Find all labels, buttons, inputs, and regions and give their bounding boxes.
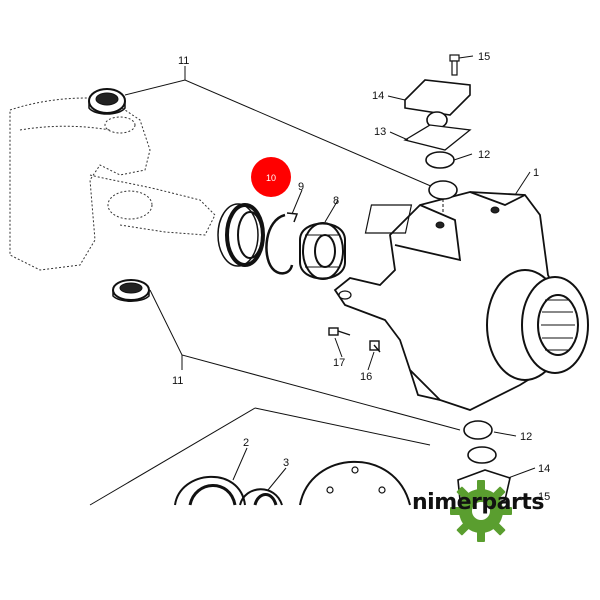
spline-teeth	[541, 299, 575, 351]
callout-17: 17	[333, 357, 345, 369]
cap-part-14-top	[404, 79, 471, 116]
callout-1: 1	[533, 167, 539, 179]
snap-ring-part-9	[265, 212, 299, 275]
callout-16: 16	[360, 371, 372, 383]
callout-14-bottom: 14	[538, 463, 550, 475]
bolt-part-16	[369, 340, 381, 353]
gear-logo-icon	[450, 480, 512, 542]
callout-10: 10	[266, 173, 276, 183]
seal-ring-part-10	[217, 203, 265, 267]
callout-2: 2	[243, 437, 249, 449]
callout-3: 3	[283, 457, 289, 469]
steering-knuckle-part-1	[333, 191, 589, 411]
callout-12-top: 12	[478, 149, 490, 161]
leader-lines	[232, 55, 536, 491]
hub-parts-2-3	[89, 407, 431, 506]
highlight-marker-10: 10	[251, 157, 291, 197]
axle-housing-dotted	[9, 97, 216, 271]
upper-kingpin-assembly	[403, 54, 472, 213]
callout-11-bottom: 11	[172, 375, 183, 387]
callout-labels: 1 2 3 8 9 11 11 12 12 13 14 14 15 15 16 …	[172, 51, 550, 503]
bearing-cup-part-12-bottom	[467, 446, 497, 464]
brand-watermark: nimerparts	[412, 490, 544, 515]
leader-lines-11	[124, 66, 461, 431]
bolt-part-17	[328, 327, 351, 336]
bearing-cone-bottom	[463, 420, 493, 440]
bolt-part-15-top	[449, 54, 460, 76]
bearing-cup-part-12-top	[425, 151, 455, 169]
callout-14-top: 14	[372, 90, 384, 102]
callout-15-top: 15	[478, 51, 490, 63]
callout-9: 9	[298, 181, 304, 193]
callout-15-bottom: 15	[538, 491, 550, 503]
callout-11-top: 11	[178, 55, 189, 67]
callout-13: 13	[374, 126, 386, 138]
callout-8: 8	[333, 195, 339, 207]
bearing-part-8	[299, 222, 346, 280]
callout-12-bottom: 12	[520, 431, 532, 443]
gasket-part-13	[403, 124, 472, 151]
seal-part-11-top	[88, 88, 126, 115]
bearing-cone-top	[428, 180, 458, 200]
seal-part-11-bottom	[112, 279, 150, 302]
